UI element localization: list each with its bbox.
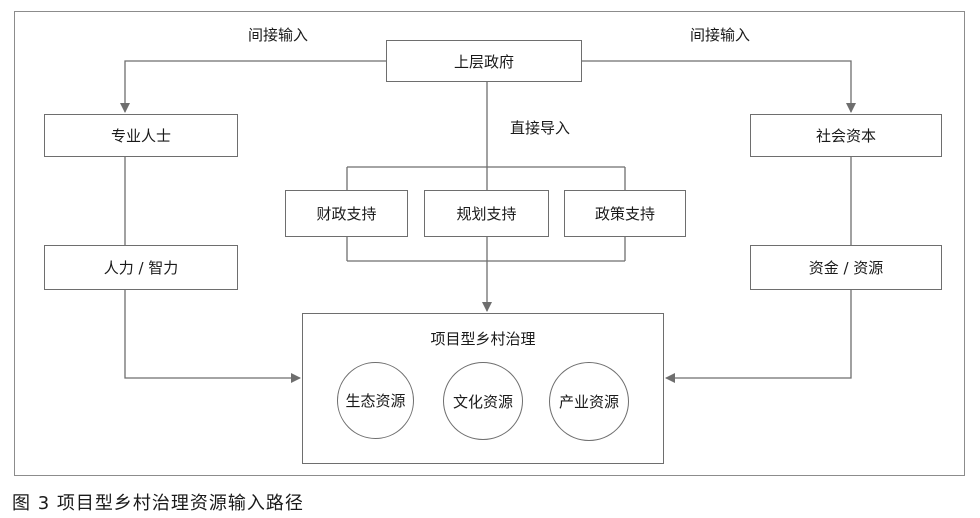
node-professionals: 专业人士 xyxy=(44,114,238,157)
diagram-frame xyxy=(14,11,965,476)
edge-gov-to-professionals xyxy=(120,60,386,113)
resource-ecological: 生态资源 xyxy=(337,362,414,439)
resource-industrial: 产业资源 xyxy=(549,362,629,441)
node-upper-government: 上层政府 xyxy=(386,40,582,82)
node-manpower-intellect: 人力 / 智力 xyxy=(44,245,238,290)
node-social-capital: 社会资本 xyxy=(750,114,942,157)
node-funds-resources: 资金 / 资源 xyxy=(750,245,942,290)
node-planning-support: 规划支持 xyxy=(424,190,549,237)
node-project-governance-title: 项目型乡村治理 xyxy=(430,330,536,348)
edge-manpower-to-governance xyxy=(124,290,301,383)
edge-funds-to-governance xyxy=(665,290,852,383)
figure-caption: 图 3 项目型乡村治理资源输入路径 xyxy=(12,493,304,514)
node-fiscal-support: 财政支持 xyxy=(285,190,408,237)
label-direct-import: 直接导入 xyxy=(510,119,571,137)
node-policy-support: 政策支持 xyxy=(564,190,686,237)
resource-cultural: 文化资源 xyxy=(443,362,523,440)
label-indirect-input-left: 间接输入 xyxy=(248,26,309,44)
label-indirect-input-right: 间接输入 xyxy=(690,26,751,44)
edge-gov-to-social-capital xyxy=(582,60,856,113)
